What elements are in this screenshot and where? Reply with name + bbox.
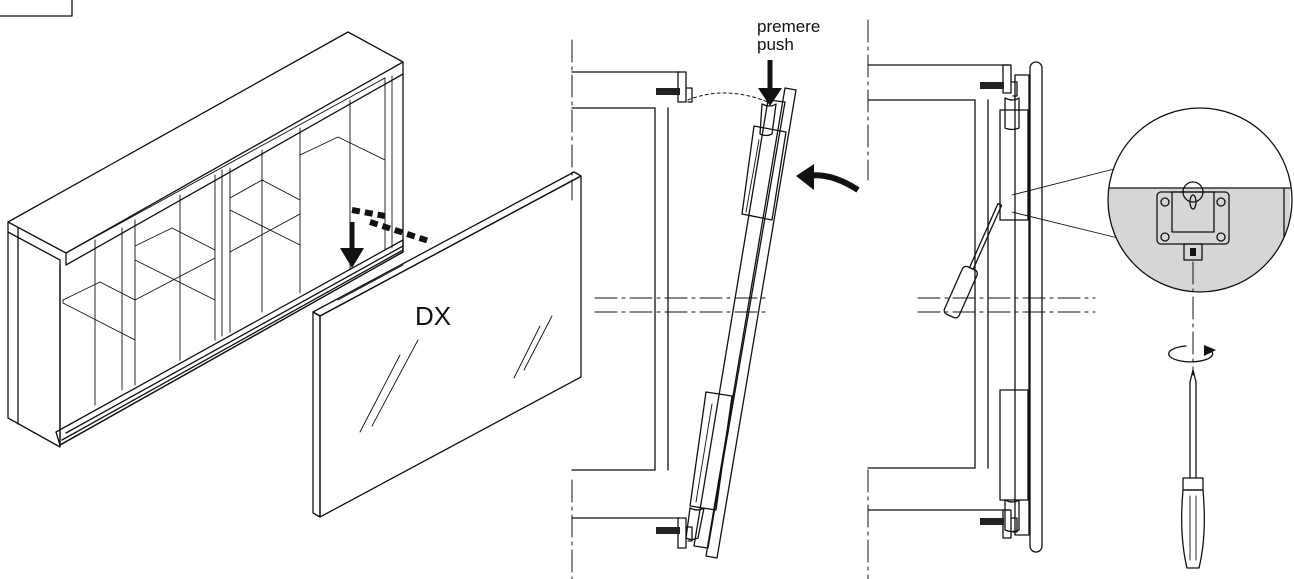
door-side-label: DX — [415, 301, 451, 331]
push-label-en: push — [757, 35, 794, 54]
step-box — [0, 0, 73, 17]
rotate-screwdriver — [1168, 345, 1216, 569]
cabinet-isometric — [7, 31, 404, 448]
side-view-adjust — [867, 19, 1119, 579]
push-label-it: premere — [757, 17, 820, 36]
detail-magnifier — [1107, 107, 1293, 376]
side-view-insert — [571, 39, 860, 579]
mirror-door — [312, 171, 582, 518]
insert-arrow — [340, 207, 433, 268]
